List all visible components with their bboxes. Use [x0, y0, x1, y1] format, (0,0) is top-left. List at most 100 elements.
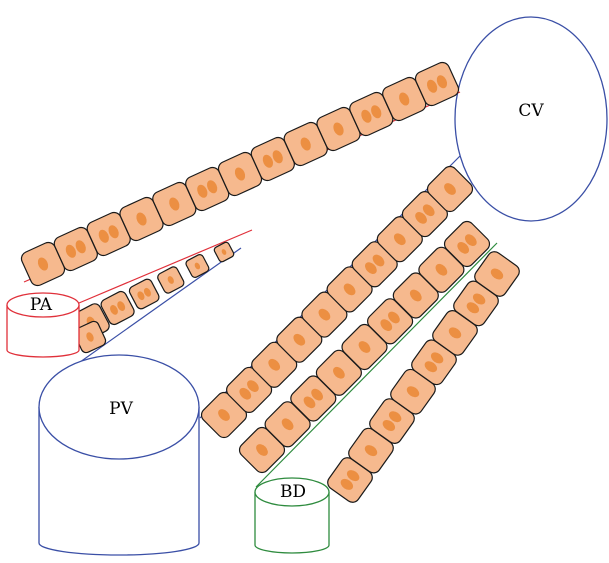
central-vein: CV	[454, 16, 608, 222]
upper-plate-hepatocyte	[283, 121, 328, 167]
lower-plate-hepatocyte	[264, 401, 311, 448]
upper-plate-hepatocyte	[53, 226, 98, 272]
hepatocyte-nucleus	[361, 109, 372, 123]
hepatocyte-nucleus	[117, 301, 126, 311]
bile-duct: BD	[254, 477, 330, 554]
hepatocyte-nucleus	[167, 276, 174, 284]
portal-vein-top	[38, 354, 200, 460]
hepatocyte-nucleus	[430, 352, 444, 364]
hepatocyte-nucleus	[388, 411, 402, 423]
hepatocyte-nucleus	[98, 229, 109, 243]
hepatocyte-body	[128, 278, 160, 310]
hepatocyte-nucleus	[218, 409, 230, 421]
hepatocyte-nucleus	[318, 308, 331, 321]
hepatocyte-nucleus	[65, 244, 77, 258]
middle-plate-hepatocyte	[376, 216, 423, 263]
hepatocyte-nucleus	[268, 358, 281, 371]
hepatocyte-nucleus	[371, 105, 382, 119]
portal-vein-line-left	[65, 247, 242, 373]
artery-plate-hepatocyte	[100, 290, 135, 326]
hepatocyte-nucleus	[303, 396, 316, 409]
duct-plate-hepatocyte	[474, 251, 520, 297]
hepatocyte-nucleus	[234, 167, 246, 181]
hepatocyte-nucleus	[346, 470, 360, 482]
hepatocyte-nucleus	[472, 293, 486, 305]
lower-plate-hepatocyte	[443, 220, 491, 268]
upper-plate-hepatocyte	[316, 106, 361, 152]
upper-plate-hepatocyte	[185, 166, 230, 212]
hepatocyte-nucleus	[415, 212, 427, 224]
hepatocyte-nucleus	[239, 387, 252, 400]
middle-plate-hepatocyte	[200, 391, 248, 439]
hepatocyte-nucleus	[393, 233, 406, 246]
lower-plate-hepatocyte	[392, 272, 439, 319]
hepatocyte-nucleus	[364, 445, 378, 457]
portal-artery: PA	[6, 292, 80, 358]
duct-plate-hepatocyte	[390, 368, 436, 415]
hepatocyte-nucleus	[388, 311, 400, 324]
hepatocyte-nucleus	[197, 184, 208, 198]
hepatocyte-body	[443, 220, 491, 268]
hepatocyte-nucleus	[262, 154, 274, 168]
middle-plate-hepatocyte	[326, 266, 373, 313]
hepatocyte-nucleus	[358, 341, 371, 353]
hepatocyte-nucleus	[108, 225, 119, 239]
hepatocyte-nucleus	[281, 418, 294, 431]
hepatocyte-nucleus	[37, 257, 49, 271]
middle-plate-hepatocyte	[426, 165, 474, 213]
hepatocyte-nucleus	[311, 388, 323, 401]
hepatocyte-nucleus	[300, 137, 311, 151]
hepatocyte-nucleus	[422, 204, 435, 217]
middle-plate-hepatocyte	[276, 316, 323, 363]
hepatocyte-nucleus	[206, 180, 218, 194]
bile-duct-cylinder	[254, 492, 330, 554]
hepatocyte-nucleus	[448, 327, 462, 339]
hepatocyte-nucleus	[247, 380, 259, 392]
hepatocyte-nucleus	[221, 249, 227, 255]
portal-vein: PV	[38, 354, 200, 556]
upper-plate-hepatocyte	[250, 136, 295, 182]
artery-plate-hepatocyte	[157, 266, 185, 294]
hepatocyte-nucleus	[490, 268, 504, 280]
hepatocyte-nucleus	[399, 92, 410, 106]
duct-plate-hepatocyte	[411, 339, 457, 386]
hepatocyte-nucleus	[372, 254, 385, 267]
bile-duct-line	[255, 242, 498, 488]
hepatocyte-nucleus	[143, 287, 151, 297]
hepatocyte-nucleus	[365, 262, 377, 274]
lower-plate-hepatocyte	[290, 375, 337, 422]
portal-artery-label: PA	[30, 295, 53, 315]
hepatocyte-nucleus	[464, 234, 477, 247]
upper-plate-hepatocyte	[86, 211, 131, 257]
bile-duct-label: BD	[280, 482, 306, 502]
hepatocyte-nucleus	[435, 263, 448, 276]
hepatocyte-nucleus	[169, 197, 180, 211]
portal-artery-cylinder	[6, 305, 80, 358]
hepatocyte-nucleus	[343, 283, 356, 296]
hepatocyte-body	[100, 290, 135, 326]
upper-plate-hepatocyte	[119, 196, 164, 242]
hepatocyte-nucleus	[380, 319, 393, 331]
hepatocyte-nucleus	[75, 240, 86, 254]
middle-plate-hepatocyte	[251, 341, 298, 388]
middle-plate-hepatocyte	[351, 241, 398, 288]
central-vein-label: CV	[518, 101, 544, 121]
middle-plate-hepatocyte	[301, 291, 348, 338]
hepatocyte-nucleus	[340, 478, 354, 490]
lower-plate-hepatocyte	[367, 298, 414, 345]
upper-plate-hepatocyte	[217, 151, 263, 197]
hepatocyte-nucleus	[137, 291, 145, 301]
hepatocyte-nucleus	[409, 289, 422, 302]
hepatocyte-nucleus	[444, 183, 456, 195]
middle-plate-hepatocyte	[401, 191, 448, 238]
hepatocyte-nucleus	[293, 333, 306, 346]
bile-duct-top	[254, 477, 330, 507]
hepatocyte-nucleus	[272, 150, 283, 164]
hepatocyte-nucleus	[424, 361, 438, 373]
central-vein-outline	[454, 16, 608, 222]
portal-artery-top	[6, 292, 80, 318]
artery-plate-hepatocyte	[185, 254, 210, 278]
hepatocyte-nucleus	[457, 241, 470, 254]
lower-plate-hepatocyte	[341, 323, 388, 371]
